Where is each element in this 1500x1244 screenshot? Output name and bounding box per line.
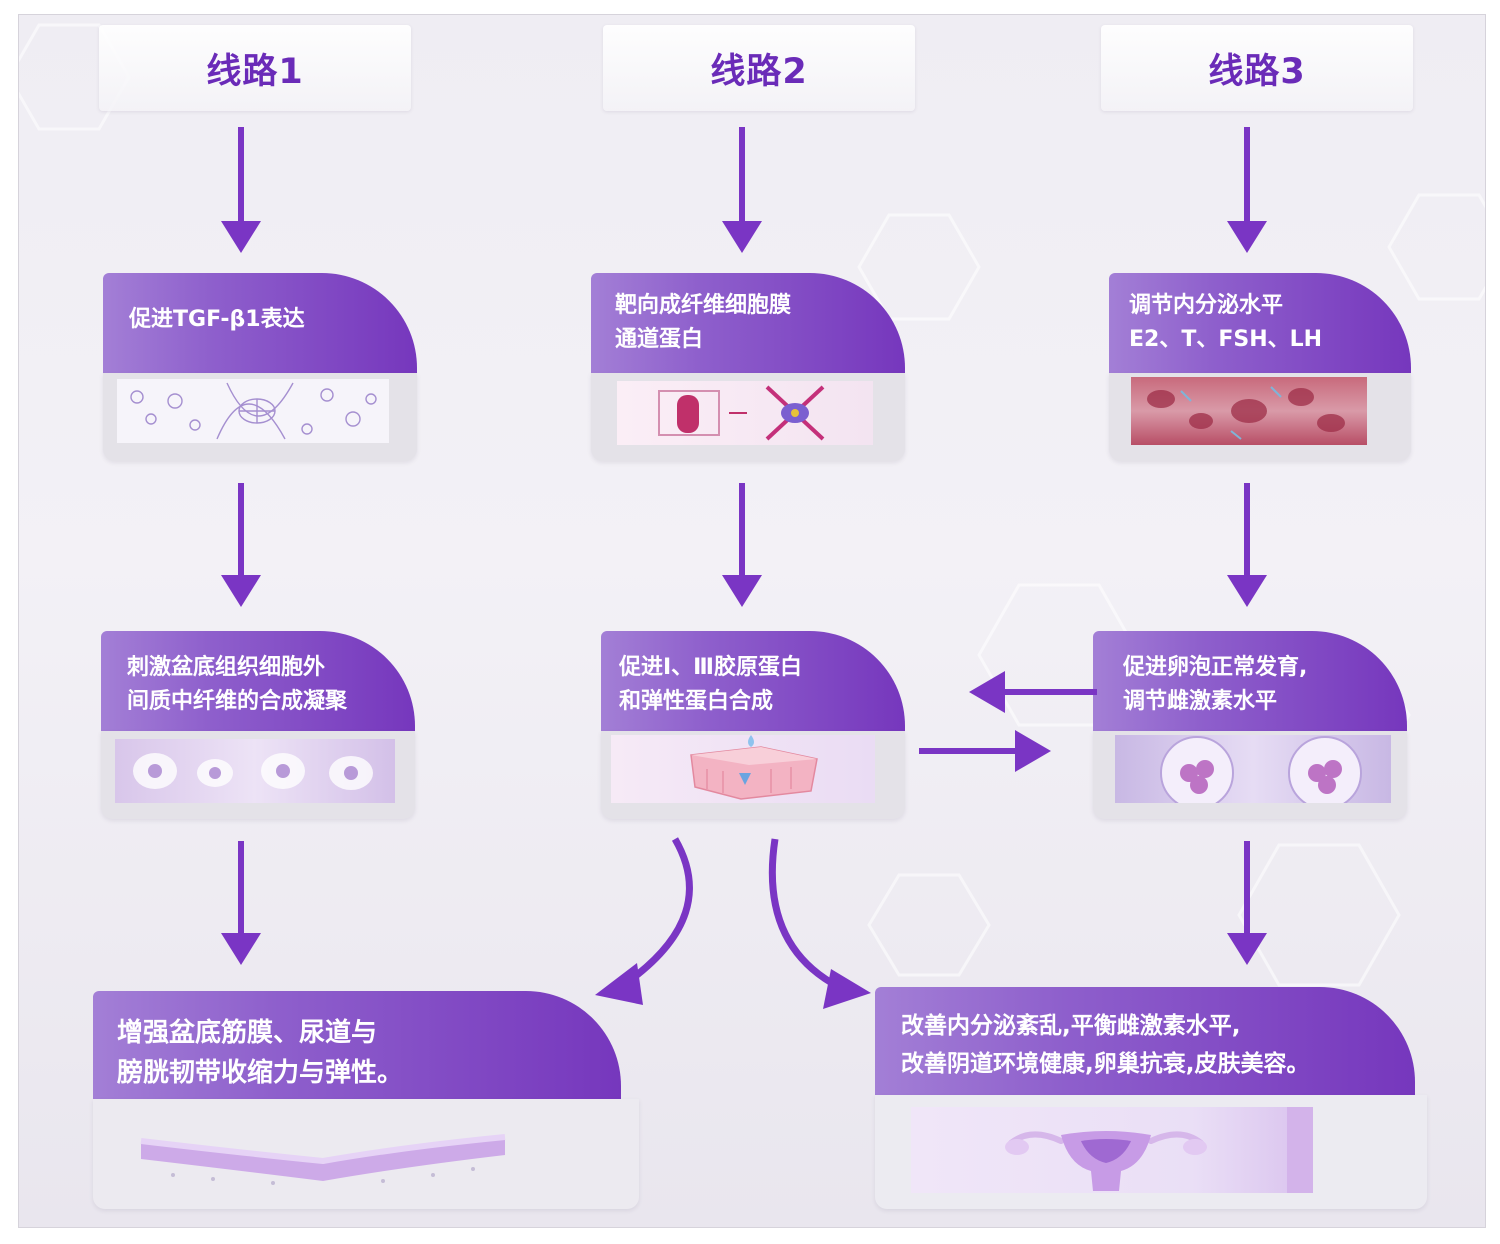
card-text-line: 改善内分泌紊乱,平衡雌激素水平, xyxy=(901,1013,1241,1039)
card-body xyxy=(601,731,905,819)
card-header: 刺激盆底组织细胞外 间质中纤维的合成凝聚 xyxy=(101,631,415,735)
arrow-down-icon xyxy=(1227,841,1267,965)
card-body xyxy=(103,373,417,461)
arrow-down-icon xyxy=(221,841,261,965)
route-3-step-2-card: 促进卵泡正常发育, 调节雌激素水平 xyxy=(1093,631,1407,819)
card-text-line: 调节内分泌水平 xyxy=(1129,293,1284,318)
card-text-line: 增强盆底筋膜、尿道与 xyxy=(117,1018,378,1048)
card-text-line: 促进卵泡正常发育, xyxy=(1123,655,1308,680)
route-2-title: 线路2 xyxy=(710,51,808,92)
cell-matrix-illustration xyxy=(115,739,395,803)
arrow-down-icon xyxy=(722,483,762,607)
card-body xyxy=(1093,731,1407,819)
route-3-title: 线路3 xyxy=(1208,51,1306,92)
arrow-down-icon xyxy=(722,127,762,253)
arrow-curve-left-icon xyxy=(595,837,693,1005)
route-2-step-1-card: 靶向成纤维细胞膜 通道蛋白 xyxy=(591,273,905,461)
outcome-right-card: 改善内分泌紊乱,平衡雌激素水平, 改善阴道环境健康,卵巢抗衰,皮肤美容。 xyxy=(875,987,1427,1209)
card-text-line: 促进TGF-β1表达 xyxy=(129,307,305,332)
route-1-title: 线路1 xyxy=(206,51,304,92)
arrow-down-icon xyxy=(1227,127,1267,253)
route-1-step-2-card: 刺激盆底组织细胞外 间质中纤维的合成凝聚 xyxy=(101,631,415,819)
card-body xyxy=(591,373,905,461)
route-2-step-2-card: 促进Ⅰ、Ⅲ胶原蛋白 和弹性蛋白合成 xyxy=(601,631,905,819)
card-text-line: 通道蛋白 xyxy=(615,327,704,352)
card-text-line: E2、T、FSH、LH xyxy=(1129,327,1323,352)
card-body xyxy=(101,731,415,819)
card-header: 改善内分泌紊乱,平衡雌激素水平, 改善阴道环境健康,卵巢抗衰,皮肤美容。 xyxy=(875,987,1415,1099)
card-text-line: 和弹性蛋白合成 xyxy=(619,689,774,714)
card-header: 增强盆底筋膜、尿道与 膀胱韧带收缩力与弹性。 xyxy=(93,991,621,1103)
card-header: 促进Ⅰ、Ⅲ胶原蛋白 和弹性蛋白合成 xyxy=(601,631,905,735)
card-header: 促进卵泡正常发育, 调节雌激素水平 xyxy=(1093,631,1407,735)
card-header: 促进TGF-β1表达 xyxy=(103,273,417,377)
arrow-left-icon xyxy=(969,671,1097,713)
card-header: 靶向成纤维细胞膜 通道蛋白 xyxy=(591,273,905,377)
arrow-right-icon xyxy=(919,730,1051,772)
card-text-line: 调节雌激素水平 xyxy=(1123,689,1278,714)
arrows-layer xyxy=(221,127,1267,1009)
membrane-protein-illustration xyxy=(617,381,873,445)
card-body xyxy=(93,1099,639,1209)
arrow-down-icon xyxy=(221,483,261,607)
card-text-line: 膀胱韧带收缩力与弹性。 xyxy=(117,1058,404,1088)
fascia-layer-illustration xyxy=(133,1119,513,1189)
card-text-line: 促进Ⅰ、Ⅲ胶原蛋白 xyxy=(619,655,802,680)
diagram-frame: 线路1 线路2 线路3 促进TGF-β1表达 xyxy=(18,14,1486,1228)
arrow-down-icon xyxy=(1227,483,1267,607)
molecule-illustration xyxy=(117,379,389,443)
card-text-line: 间质中纤维的合成凝聚 xyxy=(127,689,348,714)
route-3-step-1-card: 调节内分泌水平 E2、T、FSH、LH xyxy=(1109,273,1411,461)
card-text-line: 改善阴道环境健康,卵巢抗衰,皮肤美容。 xyxy=(901,1051,1310,1077)
card-text-line: 靶向成纤维细胞膜 xyxy=(615,293,792,318)
route-3-header: 线路3 xyxy=(1101,25,1413,111)
route-1-step-1-card: 促进TGF-β1表达 xyxy=(103,273,417,461)
blood-vessel-illustration xyxy=(1131,377,1367,445)
card-header: 调节内分泌水平 E2、T、FSH、LH xyxy=(1109,273,1411,377)
follicle-cell-illustration xyxy=(1115,735,1391,803)
card-text-line: 刺激盆底组织细胞外 xyxy=(127,655,326,680)
card-body xyxy=(875,1095,1427,1209)
card-body xyxy=(1109,373,1411,461)
route-1-header: 线路1 xyxy=(99,25,411,111)
uterus-illustration xyxy=(911,1107,1313,1193)
route-2-header: 线路2 xyxy=(603,25,915,111)
arrow-curve-right-icon xyxy=(768,838,871,1009)
arrow-down-icon xyxy=(221,127,261,253)
skin-layer-illustration xyxy=(611,735,875,803)
outcome-left-card: 增强盆底筋膜、尿道与 膀胱韧带收缩力与弹性。 xyxy=(93,991,639,1209)
